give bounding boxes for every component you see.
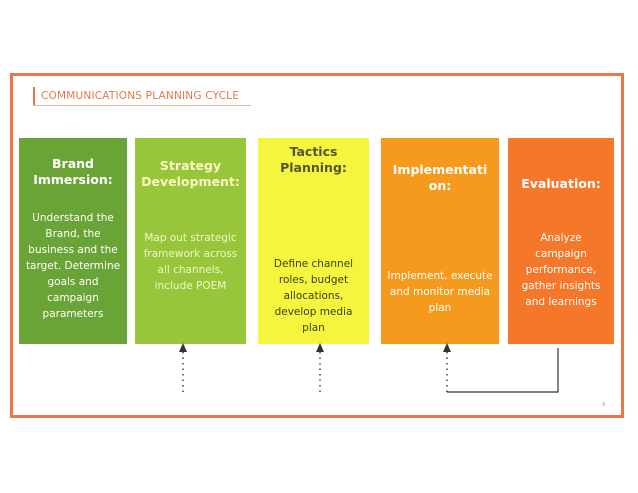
step-description: Implement, execute and monitor media pla… (387, 270, 493, 314)
step-description: Define channel roles, budget allocations… (273, 258, 354, 334)
feedback-line (447, 348, 559, 393)
step-description: Understand the Brand, the business and t… (25, 212, 121, 320)
step-heading: Implementati on: (392, 162, 488, 193)
arrow-up-icon (179, 343, 187, 352)
step-evaluation: Evaluation: Analyze campaign performance… (508, 138, 614, 344)
page-number: 9 (602, 402, 606, 408)
step-heading: Evaluation: (521, 176, 601, 191)
title-underline (33, 105, 251, 106)
step-description: Analyze campaign performance, gather ins… (521, 232, 601, 308)
step-heading: Tactics Planning: (280, 144, 347, 175)
step-implementation: Implementati on: Implement, execute and … (381, 138, 499, 344)
arrow-up-icon (443, 343, 451, 352)
step-tactics-planning: Tactics Planning: Define channel roles, … (258, 138, 369, 344)
step-heading: Brand Immersion: (33, 156, 113, 187)
arrow-up-icon (316, 343, 324, 352)
step-description: Map out strategic framework across all c… (143, 232, 238, 292)
step-brand-immersion: Brand Immersion: Understand the Brand, t… (19, 138, 127, 344)
step-strategy-development: Strategy Development: Map out strategic … (135, 138, 246, 344)
step-heading: Strategy Development: (141, 158, 240, 189)
title-bar: COMMUNICATIONS PLANNING CYCLE (33, 87, 239, 105)
page-title: COMMUNICATIONS PLANNING CYCLE (41, 90, 240, 102)
